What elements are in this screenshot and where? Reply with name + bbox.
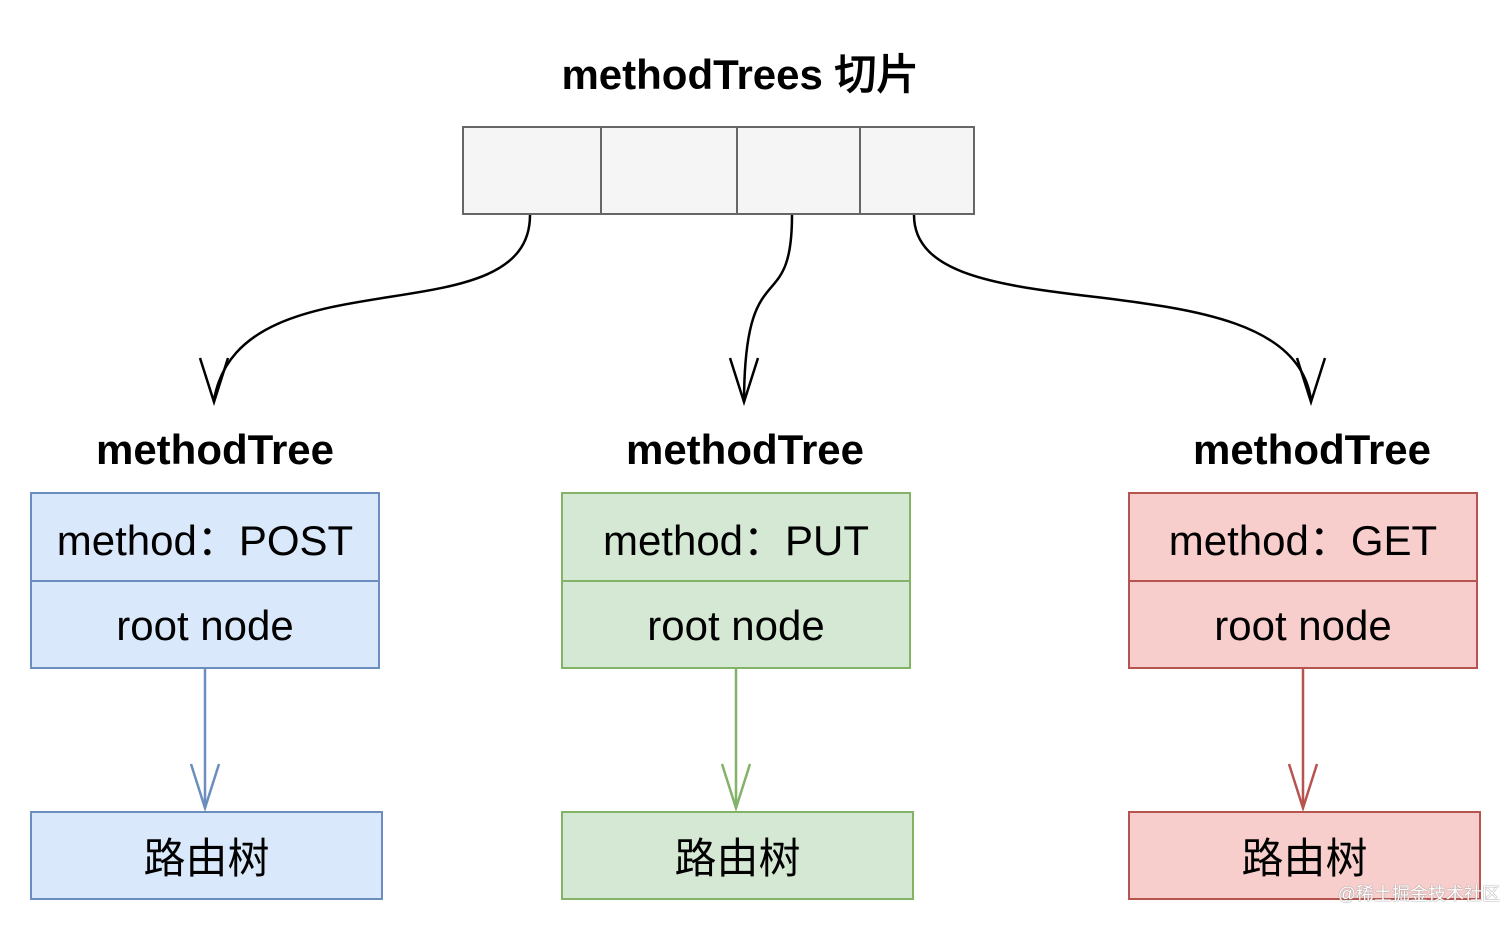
edge-tree-1-to-route-arrowhead xyxy=(720,763,752,813)
slice-cell-1 xyxy=(602,128,738,213)
edge-tree-0-to-route-arrowhead xyxy=(189,763,221,813)
watermark: @稀土掘金技术社区 xyxy=(1337,884,1500,904)
route-tree-post: 路由树 xyxy=(30,811,383,900)
tree-method-get: method：GET xyxy=(1130,494,1476,582)
diagram-title: methodTrees 切片 xyxy=(561,51,919,98)
edge-slice-to-tree-0 xyxy=(212,214,532,401)
edge-slice-to-tree-1-arrowhead xyxy=(728,357,760,407)
tree-method-post: method：POST xyxy=(32,494,378,582)
slice-cell-0 xyxy=(464,128,602,213)
edge-slice-to-tree-0-arrowhead xyxy=(198,357,230,407)
route-tree-get: 路由树 xyxy=(1128,811,1481,900)
tree-root-node-put: root node xyxy=(647,602,825,649)
tree-method-put: method：PUT xyxy=(563,494,909,582)
edge-slice-to-tree-1 xyxy=(742,214,794,401)
tree-title-put: methodTree xyxy=(625,426,865,473)
tree-root-node-get: root node xyxy=(1214,602,1392,649)
tree-title-post: methodTree xyxy=(95,426,335,473)
edge-slice-to-tree-2-arrowhead xyxy=(1295,357,1327,407)
method-trees-slice xyxy=(462,126,975,215)
tree-title-get: methodTree xyxy=(1192,426,1432,473)
tree-box-put: method：PUT root node xyxy=(561,492,911,669)
slice-cell-2 xyxy=(738,128,861,213)
edge-tree-2-to-route-arrowhead xyxy=(1287,763,1319,813)
tree-root-node-post: root node xyxy=(116,602,294,649)
edge-slice-to-tree-2 xyxy=(912,214,1313,401)
tree-box-post: method：POST root node xyxy=(30,492,380,669)
route-tree-put: 路由树 xyxy=(561,811,914,900)
tree-box-get: method：GET root node xyxy=(1128,492,1478,669)
